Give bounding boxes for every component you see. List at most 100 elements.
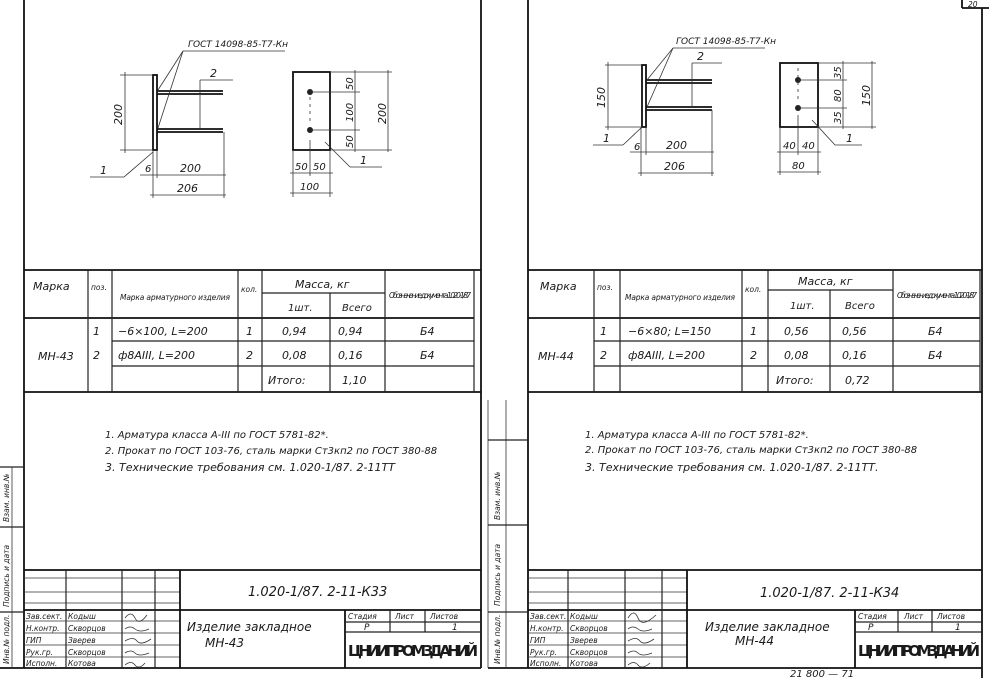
svg-text:200: 200 [112, 104, 125, 125]
svg-text:Стадия: Стадия [858, 612, 887, 621]
svg-text:поз.: поз. [597, 283, 613, 292]
svg-text:0,08: 0,08 [282, 349, 307, 362]
svg-text:Инв.№ подл.: Инв.№ подл. [2, 615, 11, 664]
svg-text:35: 35 [833, 111, 844, 124]
svg-text:Марка арматурного изделия: Марка арматурного изделия [625, 293, 735, 302]
svg-text:50: 50 [295, 162, 308, 173]
spec-table: Марка поз. Марка арматурного изделия кол… [24, 269, 481, 393]
sheet-left: Инв.№ подл. Подпись и дата Взам. инв.№ Г… [0, 0, 482, 669]
svg-text:2: 2 [600, 349, 607, 362]
svg-text:1: 1 [452, 623, 458, 633]
svg-text:кол.: кол. [241, 285, 257, 294]
svg-text:Зав.сект.: Зав.сект. [530, 612, 566, 621]
notes: 1. Арматура класса А-III по ГОСТ 5781-82… [585, 430, 917, 474]
svg-text:1. Арматура класса А-III по ГО: 1. Арматура класса А-III по ГОСТ 5781-82… [105, 430, 329, 441]
svg-text:Кодыш: Кодыш [570, 612, 598, 621]
svg-text:Инв.№ подл.: Инв.№ подл. [493, 615, 502, 664]
svg-text:ф8АIII, L=200: ф8АIII, L=200 [628, 349, 705, 362]
svg-text:1: 1 [955, 623, 961, 633]
svg-text:Исполн.: Исполн. [26, 659, 57, 668]
signatures [627, 612, 657, 668]
svg-text:Котова: Котова [570, 659, 598, 668]
svg-text:Марка: Марка [540, 280, 577, 293]
signatures [124, 613, 152, 668]
svg-text:Скворцов: Скворцов [68, 624, 106, 633]
svg-text:Обозначение документа 1.020-1/: Обозначение документа 1.020-1/87 [389, 291, 471, 300]
page-number: 20 [968, 0, 978, 9]
svg-text:50: 50 [313, 162, 326, 173]
sheet-right: Инв.№ подл. Подпись и дата Взам. инв.№ Г… [487, 0, 982, 669]
svg-text:0,94: 0,94 [338, 325, 363, 338]
svg-text:Р: Р [364, 623, 370, 633]
svg-text:Масса, кг: Масса, кг [295, 278, 350, 291]
title-block: 1.020-1/87. 2-11-К33 Зав.сект. Н.контр. … [24, 569, 481, 668]
svg-text:Рук.гр.: Рук.гр. [530, 648, 557, 657]
side-view: ГОСТ 14098-85-Т7-Кн 2 150 6 200 206 1 [593, 37, 776, 176]
svg-text:0,72: 0,72 [845, 374, 870, 387]
designation: 1.020-1/87. 2-11-К34 [760, 586, 899, 601]
svg-text:2: 2 [246, 349, 253, 362]
svg-text:Лист: Лист [903, 612, 924, 621]
svg-text:Марка арматурного изделия: Марка арматурного изделия [120, 293, 230, 302]
svg-text:Изделие закладное: Изделие закладное [705, 620, 830, 634]
svg-text:1,10: 1,10 [342, 374, 367, 387]
svg-text:Исполн.: Исполн. [530, 659, 561, 668]
svg-text:1: 1 [603, 132, 610, 145]
svg-text:ГИП: ГИП [530, 636, 546, 645]
svg-text:200: 200 [666, 139, 687, 152]
stamp-column: Инв.№ подл. Подпись и дата Взам. инв.№ [487, 400, 528, 668]
svg-text:Б4: Б4 [420, 325, 435, 338]
svg-text:206: 206 [664, 160, 685, 173]
svg-text:Итого:: Итого: [268, 374, 306, 387]
svg-text:ф8АIII, L=200: ф8АIII, L=200 [118, 349, 195, 362]
svg-text:ГИП: ГИП [26, 636, 42, 645]
svg-text:МН-44: МН-44 [735, 634, 774, 648]
svg-text:Н.контр.: Н.контр. [530, 624, 564, 633]
org-name: ЦНИИПРОМЗДАНИЙ [348, 641, 478, 660]
svg-text:Листов: Листов [429, 612, 458, 621]
svg-text:2: 2 [210, 67, 217, 80]
svg-text:Подпись и дата: Подпись и дата [493, 543, 502, 606]
svg-text:1: 1 [360, 154, 367, 167]
svg-text:0,08: 0,08 [784, 349, 809, 362]
svg-text:−6×80; L=150: −6×80; L=150 [628, 325, 711, 338]
svg-text:Кодыш: Кодыш [68, 612, 96, 621]
svg-text:Всего: Всего [342, 303, 372, 314]
svg-text:МН-43: МН-43 [38, 350, 74, 363]
org-name: ЦНИИПРОМЗДАНИЙ [858, 641, 980, 660]
svg-text:0,94: 0,94 [282, 325, 307, 338]
svg-text:Б4: Б4 [928, 349, 943, 362]
svg-text:Скворцов: Скворцов [68, 648, 106, 657]
side-view: ГОСТ 14098-85-Т7-Кн 2 200 6 200 206 1 [90, 40, 288, 198]
notes: 1. Арматура класса А-III по ГОСТ 5781-82… [105, 430, 437, 474]
svg-text:Всего: Всего [845, 301, 875, 312]
svg-text:40: 40 [802, 141, 815, 152]
svg-text:поз.: поз. [91, 283, 107, 292]
svg-text:1: 1 [846, 132, 853, 145]
svg-text:Масса, кг: Масса, кг [798, 275, 853, 288]
weld-note: ГОСТ 14098-85-Т7-Кн [188, 40, 288, 50]
svg-text:МН-44: МН-44 [538, 350, 574, 363]
svg-text:Взам. инв.№: Взам. инв.№ [2, 473, 11, 522]
svg-text:Итого:: Итого: [776, 374, 814, 387]
svg-text:Б4: Б4 [420, 349, 435, 362]
svg-text:Подпись и дата: Подпись и дата [2, 544, 11, 607]
svg-text:Обозначение документа 1.020-1/: Обозначение документа 1.020-1/87 [897, 291, 977, 300]
page-number-box: 20 [961, 0, 989, 678]
svg-text:Изделие закладное: Изделие закладное [187, 620, 312, 634]
svg-text:Н.контр.: Н.контр. [26, 624, 60, 633]
svg-text:1: 1 [93, 325, 100, 338]
svg-text:3. Технические требования см.: 3. Технические требования см. 1.020-1/87… [585, 461, 878, 474]
svg-text:Рук.гр.: Рук.гр. [26, 648, 53, 657]
stamp-column: Инв.№ подл. Подпись и дата Взам. инв.№ [0, 466, 24, 668]
svg-text:0,16: 0,16 [338, 349, 363, 362]
svg-text:50: 50 [345, 135, 356, 148]
svg-text:−6×100, L=200: −6×100, L=200 [118, 325, 208, 338]
svg-text:80: 80 [833, 89, 844, 102]
svg-text:Зав.сект.: Зав.сект. [26, 612, 62, 621]
svg-text:40: 40 [783, 141, 796, 152]
svg-text:1: 1 [100, 164, 107, 177]
svg-text:6: 6 [145, 164, 151, 175]
svg-text:2: 2 [93, 349, 100, 362]
